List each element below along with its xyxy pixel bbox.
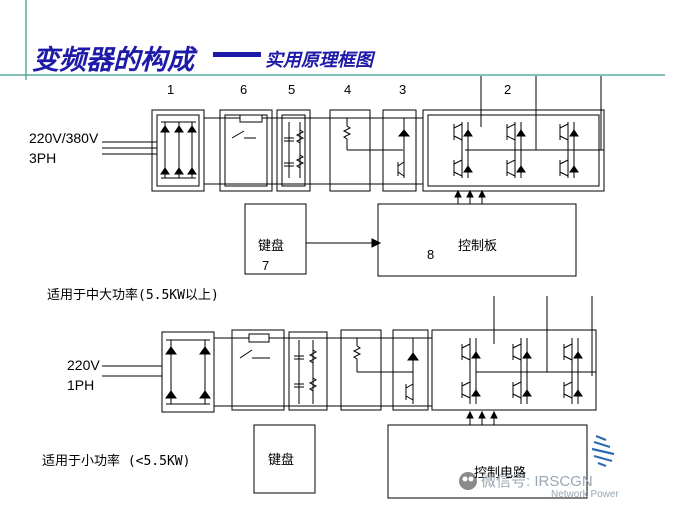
watermark-subtext: Network Power — [551, 489, 619, 500]
header-lines — [0, 0, 665, 80]
bottom-diagram — [102, 296, 597, 499]
control-circuit-box — [387, 424, 588, 499]
control-board-label: 控制板 — [458, 239, 498, 254]
note-small-power: 适用于小功率 (<5.5KW) — [42, 454, 191, 469]
slide-title: 变频器的构成 — [32, 45, 194, 76]
gate-signal-arrows — [454, 189, 486, 204]
capacitor-block-small — [288, 331, 328, 411]
brake-resistor-block-small — [340, 329, 413, 411]
keyboard-box — [244, 203, 307, 275]
contactor-block — [219, 109, 273, 192]
rectifier-block-small — [161, 331, 215, 413]
watermark-logo-icon — [459, 434, 615, 490]
brake-unit-block — [382, 109, 417, 192]
block-number-3: 3 — [399, 82, 407, 97]
top-diagram — [102, 76, 605, 277]
keyboard-label-small: 键盘 — [268, 453, 295, 468]
watermark-text: 微信号: IRSCGN — [481, 473, 593, 490]
block-number-2: 2 — [504, 82, 512, 97]
contactor-block-small — [231, 329, 285, 411]
brake-unit-block-small — [392, 329, 429, 411]
input-phase-label-small: 1PH — [67, 377, 95, 393]
control-circuit-label: 控制电路 — [474, 466, 527, 481]
brake-resistor-block — [329, 109, 403, 192]
capacitor-block — [276, 109, 311, 192]
input-voltage-label: 220V/380V — [29, 130, 99, 146]
block-number-6: 6 — [240, 82, 248, 97]
input-phase-label: 3PH — [29, 150, 57, 166]
inverter-block — [422, 76, 605, 192]
rectifier-block — [151, 109, 205, 192]
block-number-4: 4 — [344, 82, 352, 97]
keyboard-number: 7 — [262, 258, 270, 273]
block-number-5: 5 — [288, 82, 296, 97]
slide-subtitle: 实用原理框图 — [265, 50, 373, 71]
inverter-block-small — [431, 296, 597, 411]
keyboard-box-small — [253, 424, 316, 494]
control-board-box — [377, 203, 577, 277]
keyboard-label: 键盘 — [258, 239, 285, 254]
input-voltage-label-small: 220V — [67, 357, 100, 373]
title-dash — [213, 52, 261, 57]
control-board-number: 8 — [427, 247, 435, 262]
note-large-power: 适用于中大功率(5.5KW以上) — [47, 288, 219, 303]
block-number-1: 1 — [167, 82, 175, 97]
gate-signal-arrows-small — [466, 410, 498, 425]
